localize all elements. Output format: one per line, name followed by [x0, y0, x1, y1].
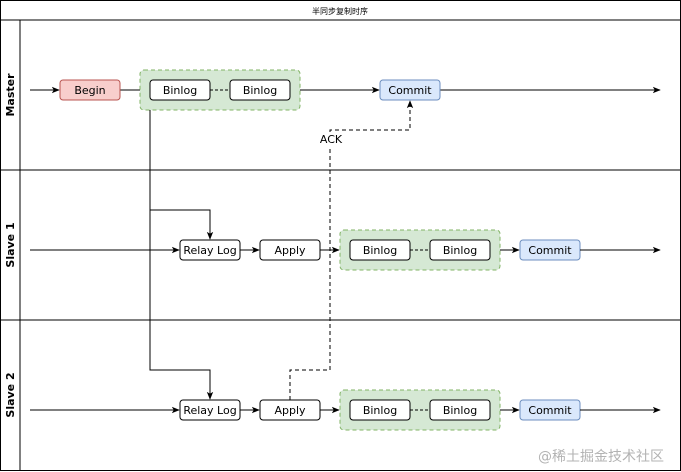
lane-label-master: Master	[4, 73, 17, 117]
diagram-title: 半同步复制时序	[312, 6, 368, 16]
slave2-relay-log-label: Relay Log	[183, 404, 236, 417]
slave1-relay-log-label: Relay Log	[183, 244, 236, 257]
begin-label: Begin	[74, 84, 105, 97]
slave1-apply-label: Apply	[274, 244, 306, 257]
watermark-text: @稀土掘金技术社区	[538, 449, 664, 465]
master-binlog-label-1: Binlog	[163, 84, 197, 97]
master-commit-label: Commit	[388, 84, 432, 97]
slave1-commit-label: Commit	[528, 244, 572, 257]
slave1-binlog-label-2: Binlog	[443, 244, 477, 257]
binlog-dump-trunk	[149, 110, 214, 400]
slave2-commit-label: Commit	[528, 404, 572, 417]
begin-node	[59, 79, 121, 101]
slave2-binlog-label-2: Binlog	[443, 404, 477, 417]
ack-path	[289, 100, 414, 400]
lane-label-slave-2: Slave 2	[4, 372, 17, 417]
master-binlog-node-2	[229, 79, 291, 101]
master-binlog-label-2: Binlog	[243, 84, 277, 97]
slave2-apply-label: Apply	[274, 404, 306, 417]
slave2-binlog-node-2	[429, 399, 491, 421]
ack-label: ACK	[320, 133, 343, 146]
ack-label-bg	[316, 132, 346, 146]
binlog-dump-branch-slave-1	[150, 209, 214, 240]
master-commit-node	[379, 79, 441, 101]
lane-label-slave-1: Slave 1	[4, 222, 17, 267]
slave2-binlog-label-1: Binlog	[363, 404, 397, 417]
slave1-binlog-node-2	[429, 239, 491, 261]
slave1-binlog-label-1: Binlog	[363, 244, 397, 257]
